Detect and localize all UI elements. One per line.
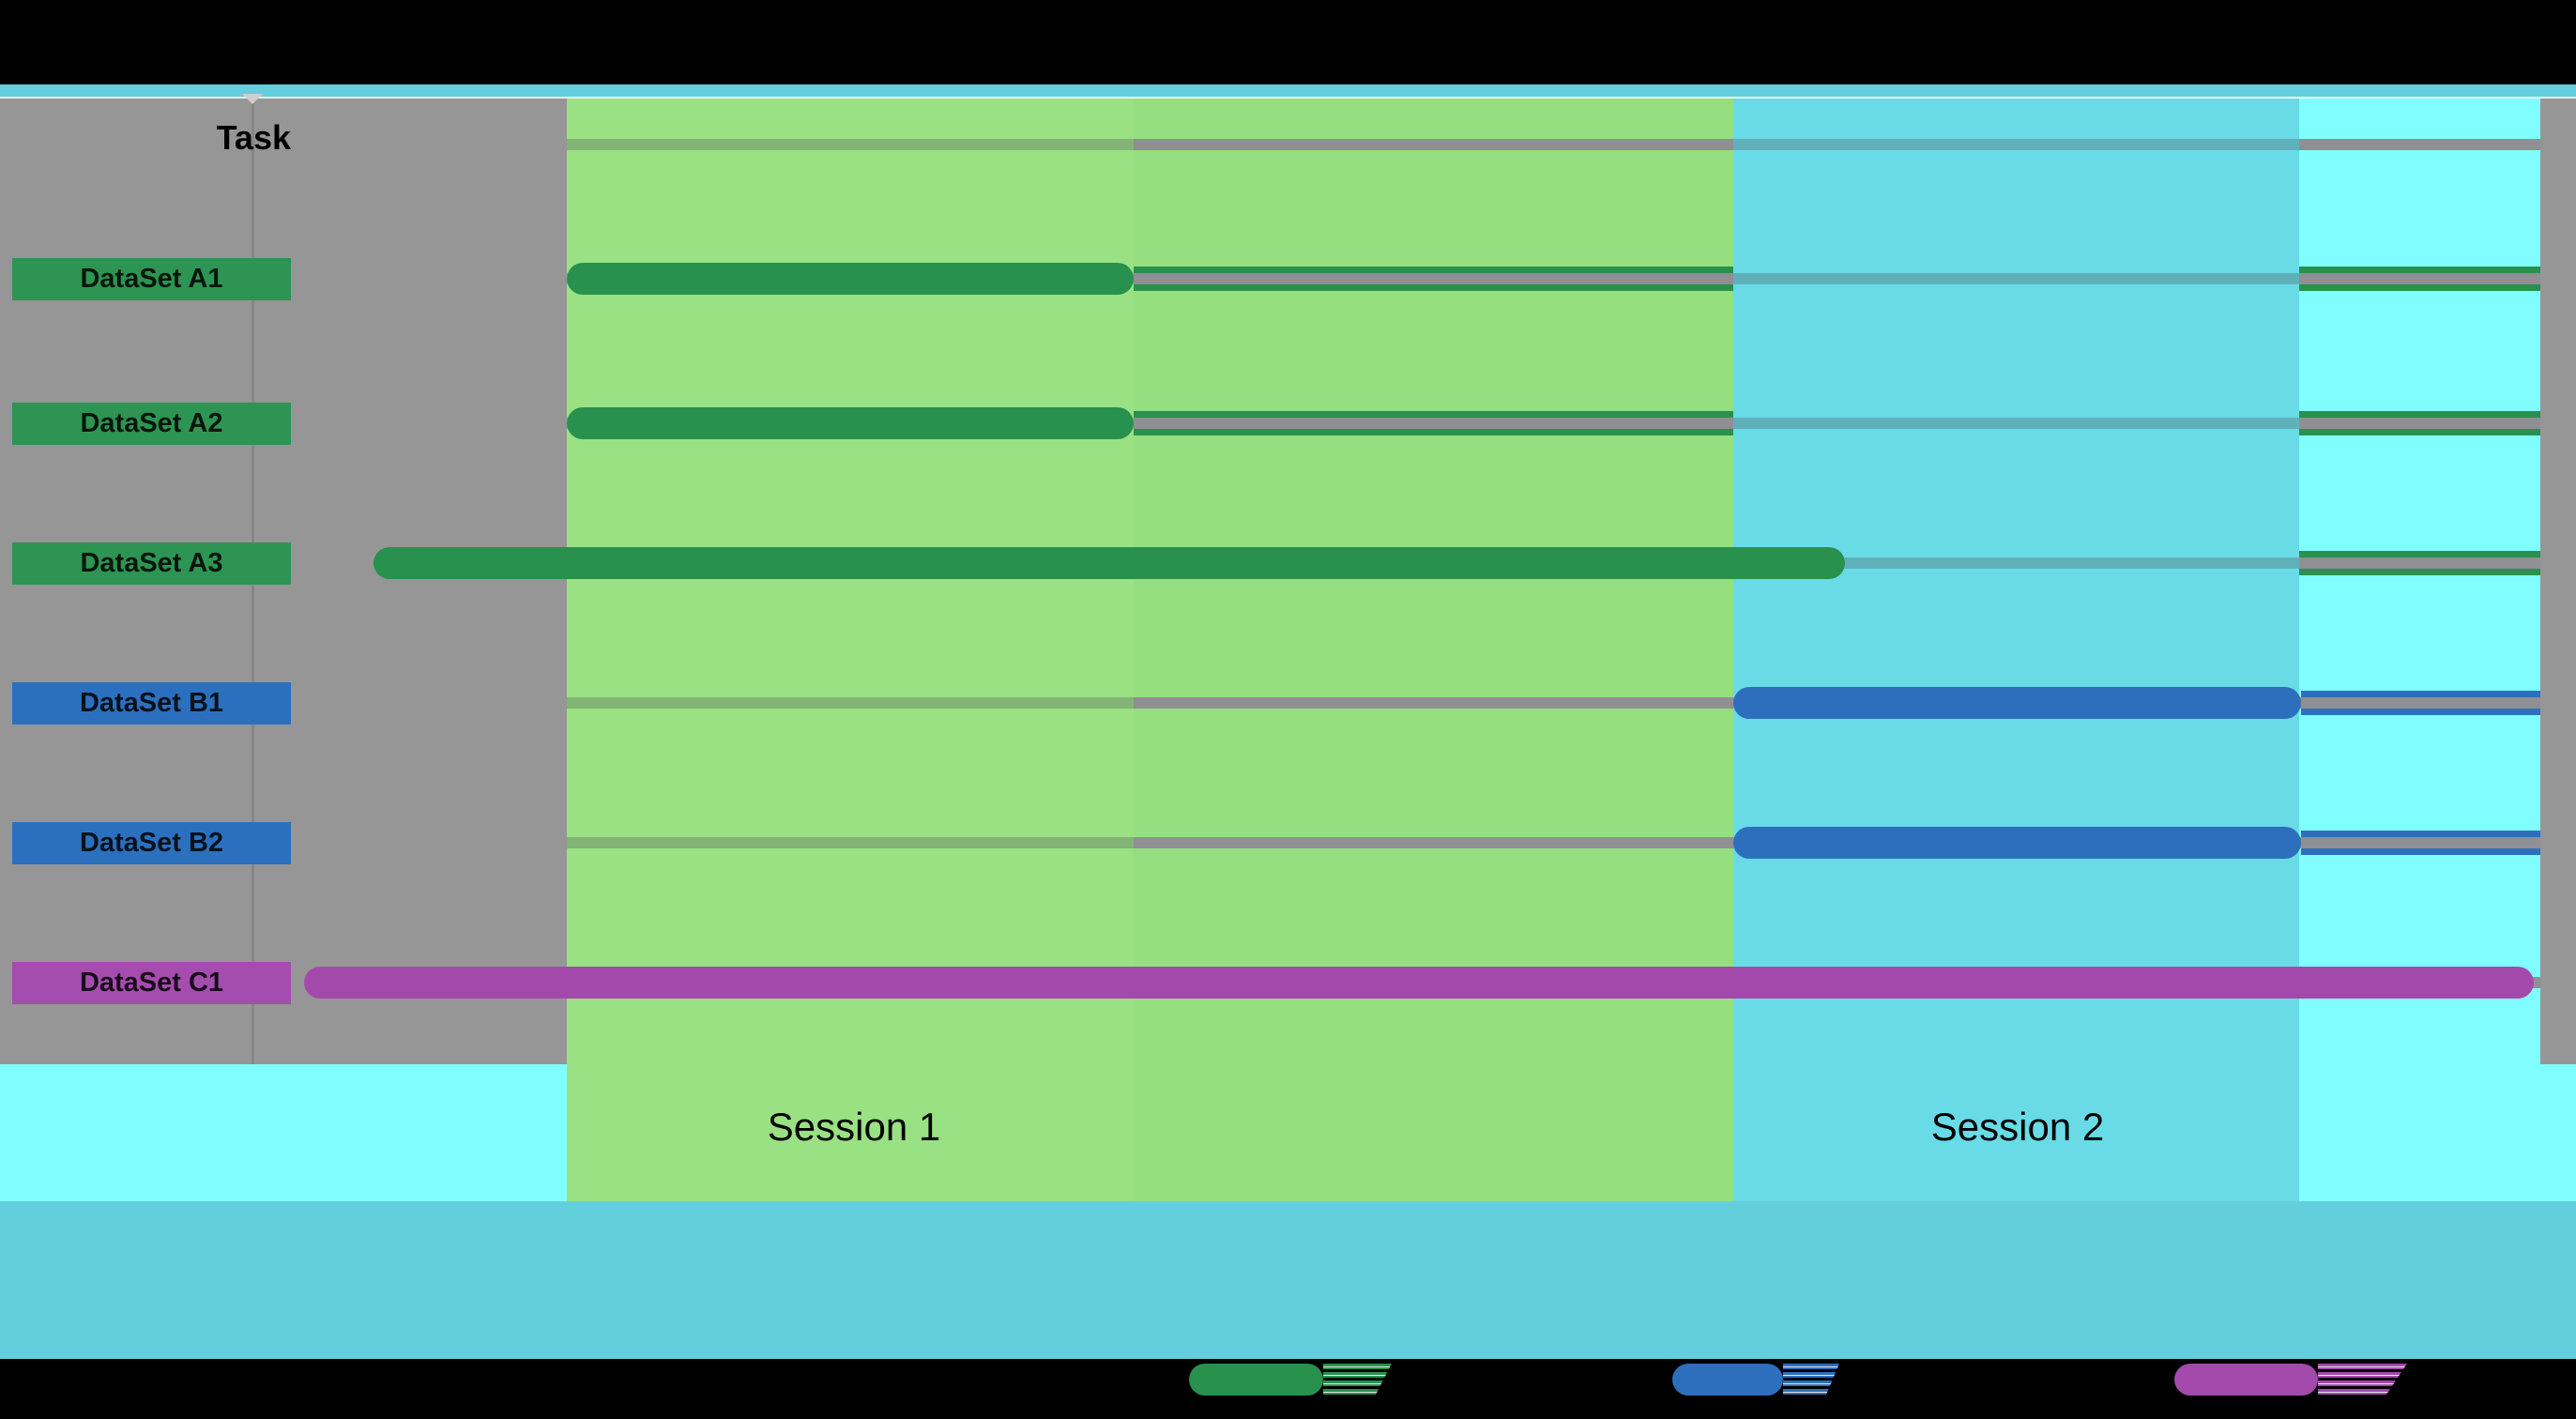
axis-marker-triangle: [242, 94, 263, 104]
legend-swatch-b: [1672, 1364, 1783, 1396]
task-row-label: DataSet B1: [12, 682, 291, 725]
session-1-band-right: [1134, 99, 1733, 1201]
task-bar-dataset-a1: [567, 263, 1134, 295]
session-2-label: Session 2: [1930, 1105, 2105, 1149]
task-bar-dataset-a3: [373, 547, 1845, 579]
top-cyan-strip: [0, 84, 2576, 97]
task-bar-dataset-b1: [1733, 687, 2301, 719]
task-row-label: DataSet A1: [12, 258, 291, 300]
task-row-label: DataSet A2: [12, 403, 291, 445]
task-row-label: DataSet A3: [12, 542, 291, 585]
legend-label-a: DataSet A: [1403, 1365, 1531, 1396]
task-bar-dataset-a2: [567, 407, 1134, 439]
task-bar-dataset-b2: [1733, 827, 2301, 859]
task-bar-dataset-c1: [304, 967, 2534, 999]
task-row-label: DataSet C1: [12, 962, 291, 1004]
session-1-label: Session 1: [767, 1105, 941, 1149]
session-2-band: [1733, 99, 2299, 1201]
post-session-band: [2299, 99, 2540, 1201]
task-row-label: DataSet B2: [12, 822, 291, 864]
legend-label-c: DataSet C: [2418, 1365, 2549, 1396]
task-column-header: Task: [216, 118, 291, 157]
row-gridline: [567, 139, 2540, 150]
legend-swatch-c: [2174, 1364, 2318, 1396]
legend-swatch-a: [1189, 1364, 1323, 1396]
top-hairline: [0, 97, 2576, 99]
bottom-cyan-band: [0, 1201, 2576, 1359]
legend-label-b: DataSet B: [1851, 1365, 1979, 1396]
top-margin-band: [0, 0, 2576, 84]
